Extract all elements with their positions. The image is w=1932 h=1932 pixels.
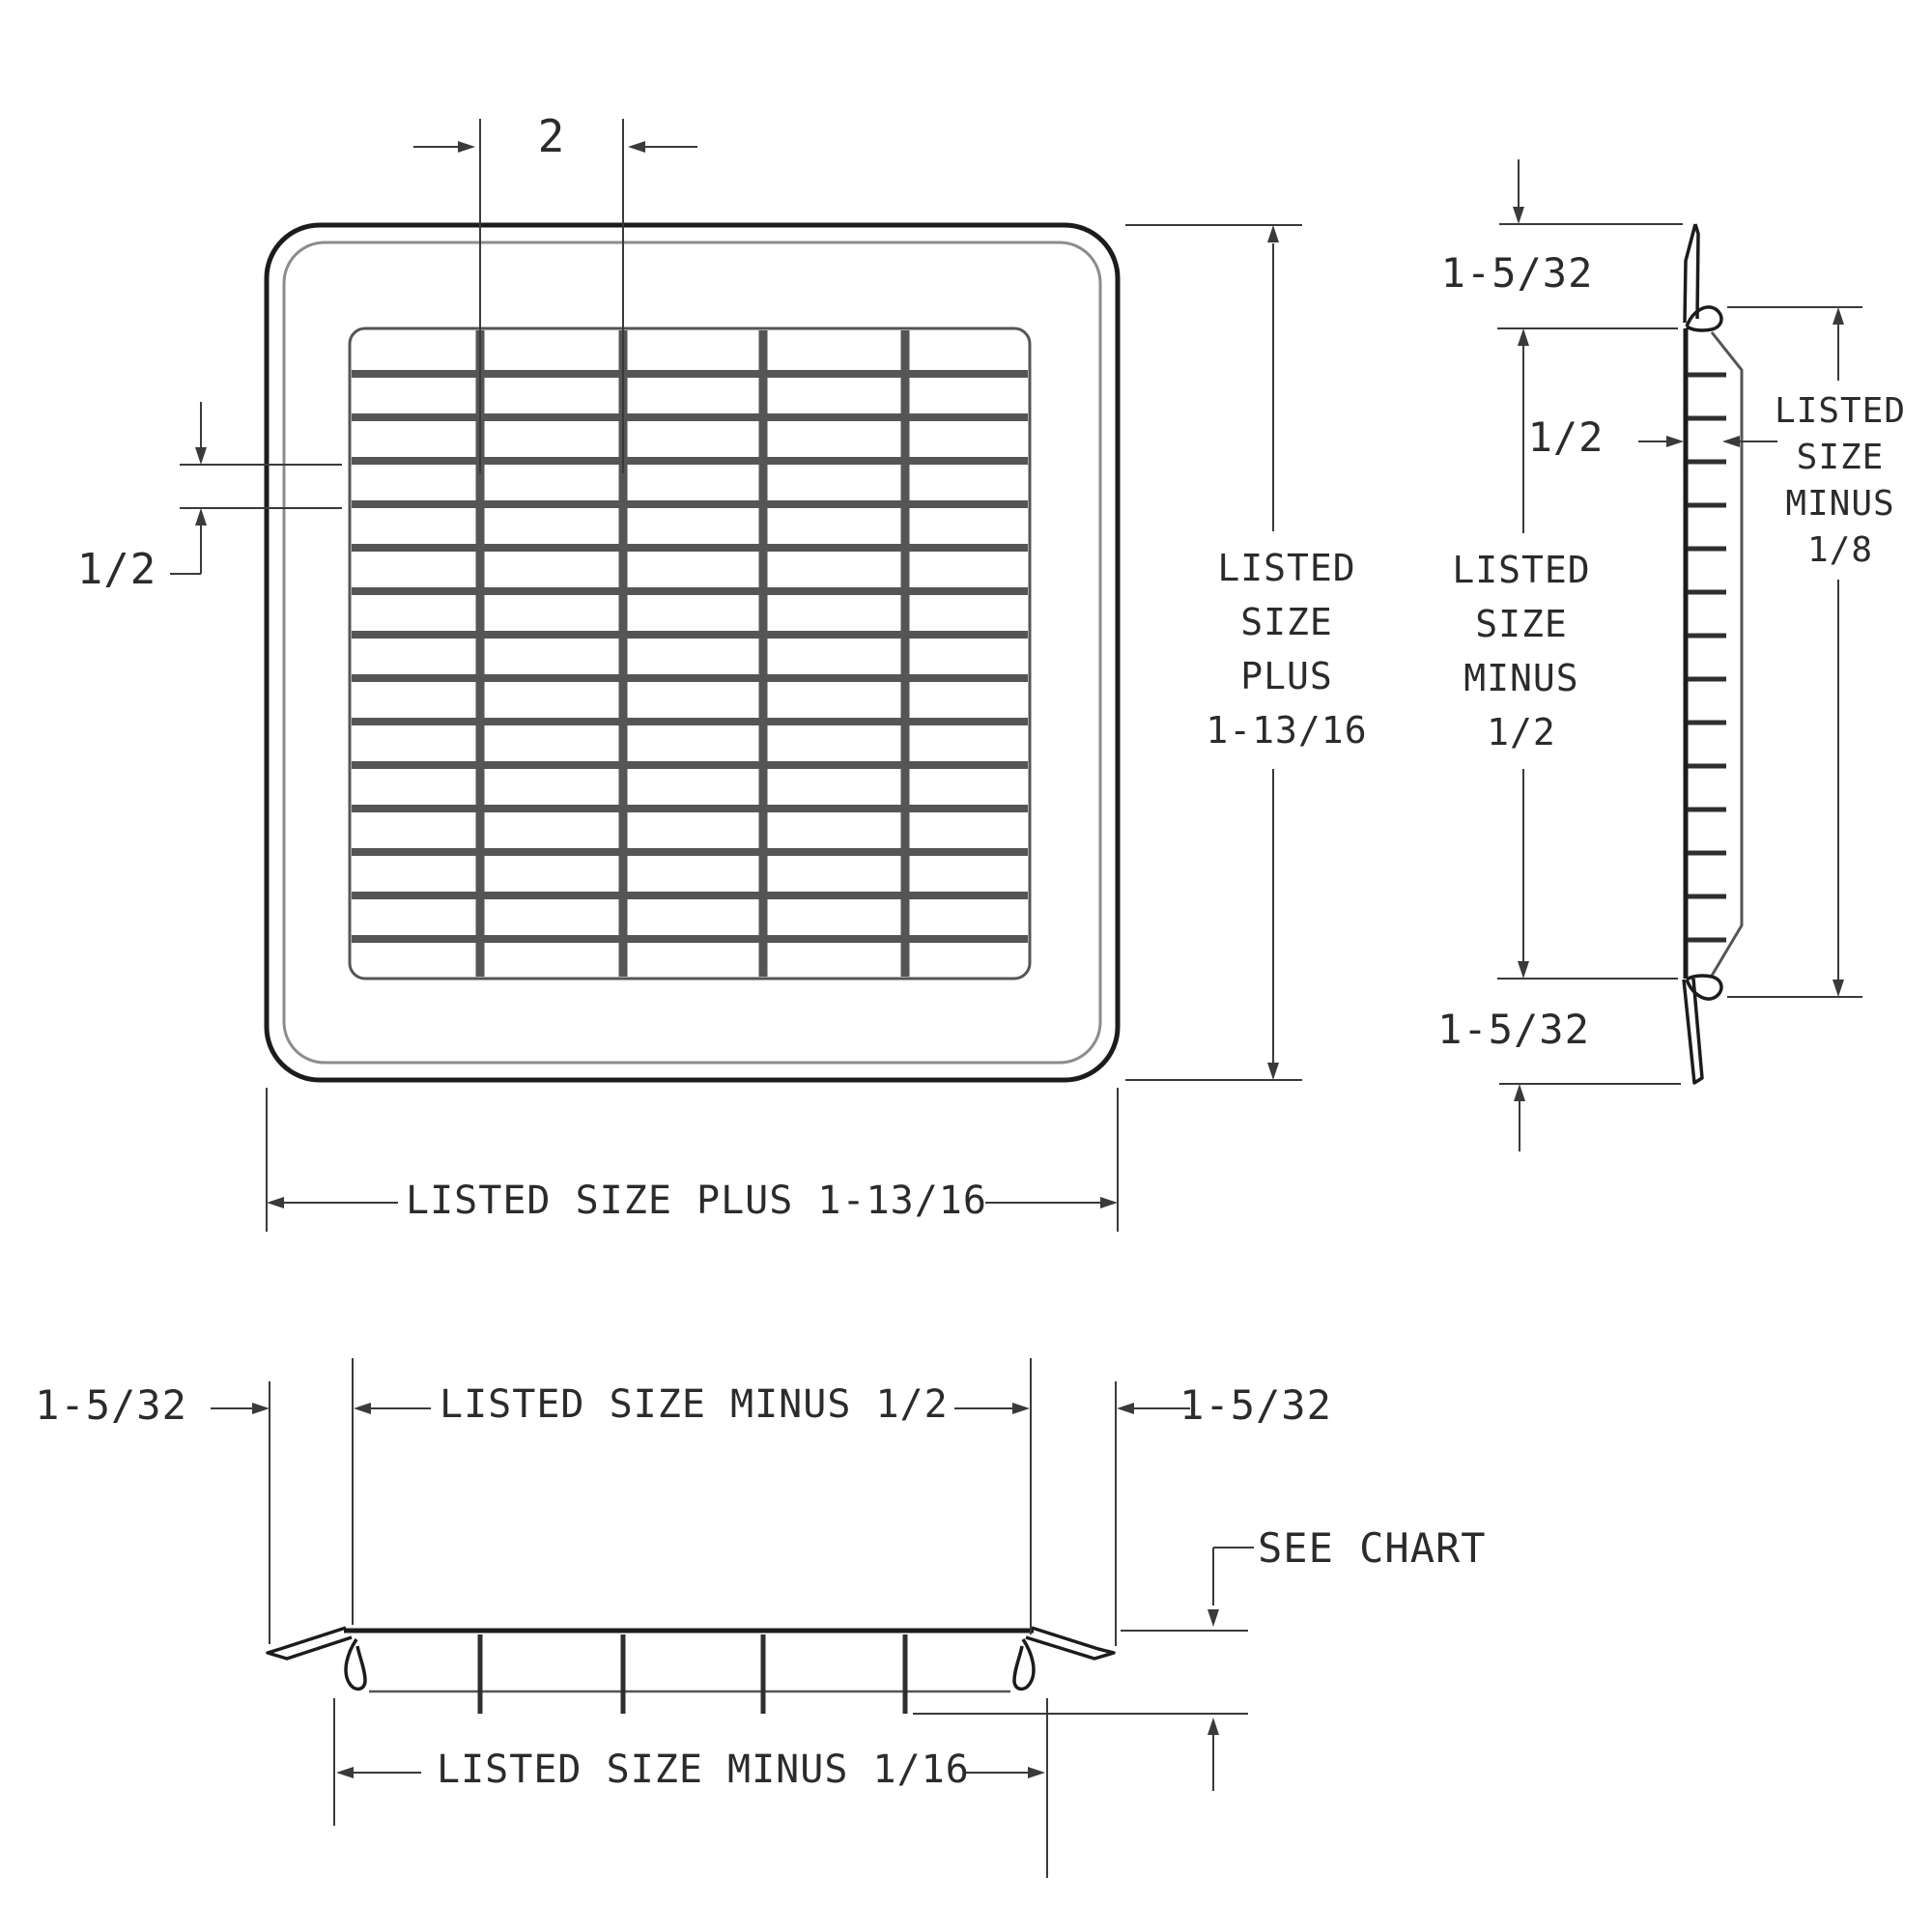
side-top-flange — [1693, 223, 1700, 320]
dim-line-text: LISTED — [1452, 549, 1591, 591]
dim-line-text: 1/2 — [1487, 711, 1556, 753]
side-bottom-flange-label: 1-5/32 — [1437, 1006, 1590, 1053]
side-fin-ticks — [1688, 372, 1726, 943]
section-blade-ticks — [477, 1634, 908, 1714]
section-view — [266, 1626, 1116, 1714]
side-top-flange-label: 1-5/32 — [1440, 249, 1594, 297]
front-view — [264, 222, 1121, 1083]
dim-line-text: SIZE — [1475, 603, 1568, 645]
side-overall-height-dimension — [1727, 306, 1862, 998]
dim-line-text: LISTED — [1217, 547, 1356, 589]
dim-line-text: MINUS — [1785, 484, 1895, 524]
side-bottom-clip — [1685, 974, 1723, 1001]
section-left-clip — [344, 1638, 367, 1691]
dim-line-text: 1/8 — [1806, 530, 1874, 570]
side-depth-dimension — [1638, 436, 1777, 447]
side-depth-label: 1/2 — [1527, 413, 1605, 461]
side-face-height-dimension — [1518, 328, 1529, 979]
section-face-width-label: LISTED SIZE MINUS 1/2 — [440, 1382, 949, 1427]
section-right-flange — [1025, 1626, 1116, 1661]
dim-line-text: LISTED — [1774, 391, 1907, 431]
side-overall-height-label: LISTED SIZE MINUS 1/8 — [1748, 388, 1932, 574]
front-outer-frame — [264, 222, 1121, 1083]
dim-line-text: 1-13/16 — [1206, 709, 1368, 752]
section-overall-width-label: LISTED SIZE MINUS 1/16 — [437, 1747, 970, 1792]
section-left-flange — [266, 1626, 353, 1661]
section-overall-width-dimension — [333, 1698, 1048, 1878]
front-horizontal-fins — [352, 370, 1028, 943]
dim-line-text: SIZE — [1240, 601, 1333, 643]
side-bottom-flange-dimension — [1497, 978, 1681, 1151]
dim-line-text: SIZE — [1796, 438, 1885, 477]
side-view — [1682, 223, 1744, 1085]
front-blade-spacing-label: 2 — [537, 110, 566, 162]
front-inner-frame-line — [282, 241, 1102, 1065]
front-width-dimension — [266, 1088, 1119, 1232]
side-top-flange-dimension — [1497, 159, 1683, 329]
section-depth-note-label: SEE CHART — [1258, 1524, 1487, 1572]
dim-line-text: PLUS — [1240, 655, 1333, 697]
section-right-clip — [1012, 1638, 1036, 1691]
section-depth-callout — [913, 1547, 1254, 1791]
section-left-flange-label: 1-5/32 — [35, 1381, 187, 1429]
dim-line-text: MINUS — [1463, 657, 1579, 699]
front-louver-panel — [348, 327, 1032, 980]
front-blade-spacing-dimension — [413, 119, 697, 473]
side-fin-back-edge — [1710, 331, 1744, 977]
front-height-dimension-label: LISTED SIZE PLUS 1-13/16 — [1195, 541, 1378, 757]
section-width-dimensions — [211, 1358, 1190, 1646]
front-fin-spacing-dimension — [170, 402, 342, 575]
section-right-flange-label: 1-5/32 — [1179, 1381, 1332, 1429]
side-face-height-label: LISTED SIZE MINUS 1/2 — [1430, 543, 1613, 759]
side-top-flange-inner — [1683, 223, 1697, 324]
front-fin-spacing-label: 1/2 — [76, 545, 157, 594]
front-width-dimension-label: LISTED SIZE PLUS 1-13/16 — [406, 1179, 987, 1223]
side-top-clip — [1685, 305, 1723, 332]
side-bottom-flange — [1682, 978, 1704, 1085]
front-height-dimension — [1125, 224, 1302, 1081]
